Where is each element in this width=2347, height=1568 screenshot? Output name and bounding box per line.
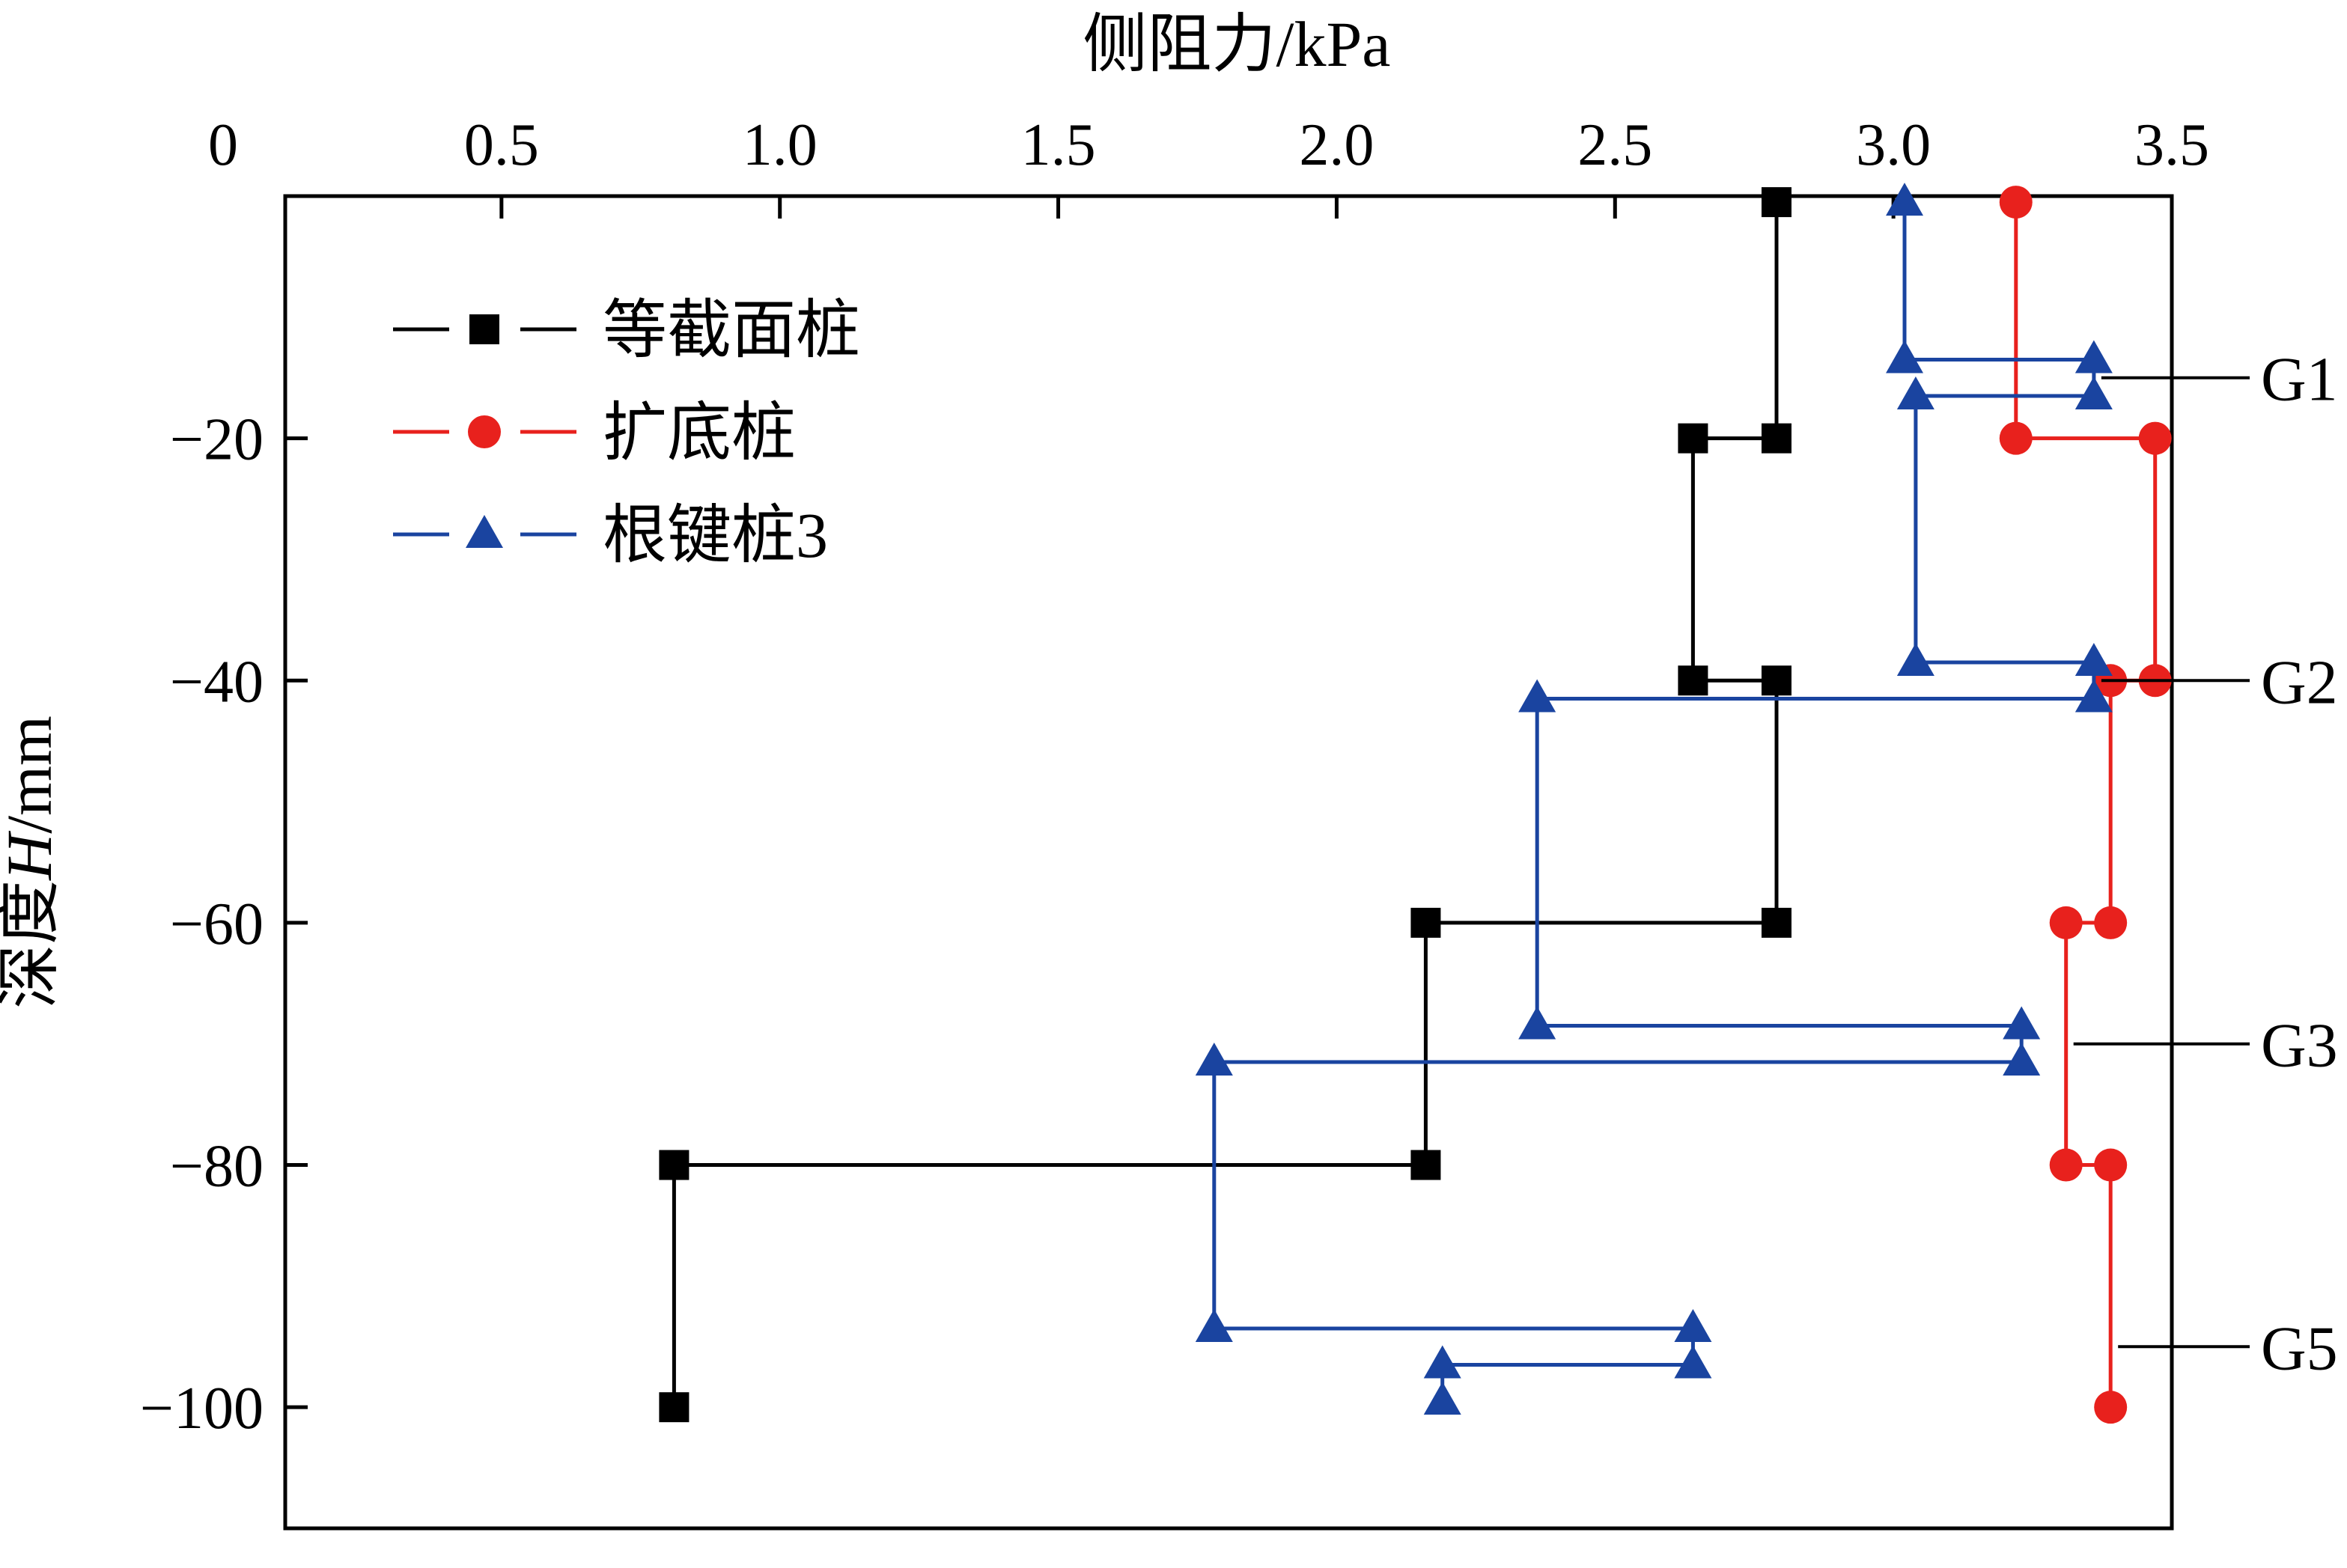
annotation-label: G2 <box>2261 647 2338 717</box>
data-point-root-key-pile-3 <box>2074 643 2113 676</box>
y-tick-label: −100 <box>140 1376 264 1442</box>
data-point-root-key-pile-3 <box>1896 376 1934 409</box>
series-line-belled-pile <box>2014 202 2158 1408</box>
annotation-label: G1 <box>2261 345 2338 415</box>
data-point-root-key-pile-3 <box>2074 679 2113 713</box>
data-point-belled-pile <box>1999 421 2033 455</box>
data-point-root-key-pile-3 <box>1886 183 1924 216</box>
legend-label: 根键桩3 <box>603 499 828 571</box>
x-tick-label: 3.5 <box>2134 112 2209 178</box>
data-point-belled-pile <box>2049 906 2083 939</box>
data-point-root-key-pile-3 <box>1423 1345 1461 1379</box>
x-axis-label: 侧阻力/kPa <box>1083 8 1391 80</box>
data-point-root-key-pile-3 <box>1195 1043 1233 1076</box>
series-root-key-pile-3 <box>1195 183 2113 1415</box>
series-line-equal-section-pile <box>672 202 1779 1408</box>
legend-marker <box>468 415 501 448</box>
y-axis-label-prefix: 深度 <box>0 880 65 1009</box>
data-point-root-key-pile-3 <box>1674 1345 1712 1379</box>
data-point-root-key-pile-3 <box>2003 1043 2041 1076</box>
data-point-equal-section-pile <box>1761 423 1792 454</box>
annotation-label: G5 <box>2261 1314 2338 1383</box>
data-point-root-key-pile-3 <box>2074 376 2113 409</box>
data-point-equal-section-pile <box>659 1150 690 1180</box>
data-point-equal-section-pile <box>1410 1150 1441 1180</box>
data-point-equal-section-pile <box>1410 907 1441 938</box>
series-belled-pile <box>1999 186 2172 1424</box>
data-point-equal-section-pile <box>659 1392 690 1423</box>
x-tick-label: 1.0 <box>743 112 818 178</box>
data-point-belled-pile <box>2138 421 2172 455</box>
data-point-equal-section-pile <box>1761 907 1792 938</box>
legend-marker <box>466 515 503 548</box>
data-point-equal-section-pile <box>1761 665 1792 696</box>
data-point-root-key-pile-3 <box>1886 340 1924 373</box>
x-tick-label: 2.5 <box>1577 112 1652 178</box>
data-point-belled-pile <box>2049 1148 2083 1182</box>
legend-marker <box>469 314 499 344</box>
data-point-root-key-pile-3 <box>1423 1382 1461 1415</box>
y-tick-label: −20 <box>170 407 264 473</box>
data-point-equal-section-pile <box>1678 665 1708 696</box>
data-point-root-key-pile-3 <box>1518 1006 1556 1040</box>
data-point-belled-pile <box>2094 906 2128 939</box>
legend-item-root-key-pile-3: 根键桩3 <box>393 499 828 571</box>
legend-item-belled-pile: 扩底桩 <box>393 397 796 469</box>
series-equal-section-pile <box>659 187 1792 1423</box>
y-axis-label: 深度H/mm <box>0 716 65 1009</box>
data-point-root-key-pile-3 <box>2074 340 2113 373</box>
data-point-root-key-pile-3 <box>1195 1309 1233 1342</box>
x-axis-ticks: 0 0.5 1.0 1.5 2.0 2.5 3.0 3.5 <box>208 112 2209 219</box>
y-axis-label-var: H <box>0 831 65 881</box>
legend-label: 等截面桩 <box>603 294 860 366</box>
y-tick-label: −60 <box>170 891 264 957</box>
data-point-belled-pile <box>2094 1391 2128 1424</box>
x-tick-label: 1.5 <box>1021 112 1096 178</box>
y-axis-label-unit: /mm <box>0 716 65 834</box>
data-point-belled-pile <box>1999 186 2033 219</box>
x-tick-label: 3.0 <box>1856 112 1931 178</box>
annotation-label: G3 <box>2261 1011 2338 1081</box>
y-tick-label: −80 <box>170 1134 264 1200</box>
data-point-root-key-pile-3 <box>1674 1309 1712 1342</box>
x-tick-label: 0.5 <box>464 112 539 178</box>
x-tick-label: 0 <box>208 112 238 178</box>
legend-label: 扩底桩 <box>603 397 796 469</box>
data-point-root-key-pile-3 <box>2003 1006 2041 1040</box>
series-line-root-key-pile-3 <box>1212 202 2096 1402</box>
y-axis-ticks: −20 −40 −60 −80 −100 <box>140 407 308 1442</box>
x-tick-label: 2.0 <box>1299 112 1374 178</box>
data-point-belled-pile <box>2094 1148 2128 1182</box>
data-point-root-key-pile-3 <box>1896 643 1934 676</box>
y-tick-label: −40 <box>170 649 264 715</box>
plot-frame <box>283 194 2174 1531</box>
data-point-equal-section-pile <box>1761 187 1792 218</box>
data-point-root-key-pile-3 <box>1518 679 1556 713</box>
data-point-equal-section-pile <box>1678 423 1708 454</box>
legend-item-equal-section-pile: 等截面桩 <box>393 294 860 366</box>
series-layer <box>659 183 2172 1424</box>
